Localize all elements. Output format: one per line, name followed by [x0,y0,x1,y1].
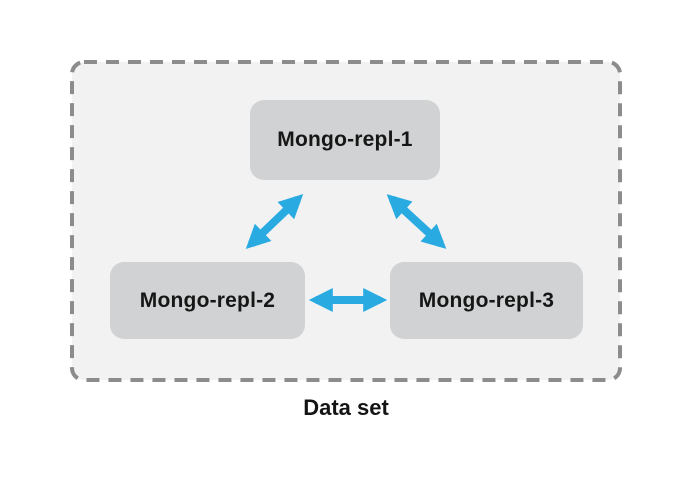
arrow-repl1-repl3 [386,194,447,249]
arrow-repl1-repl2 [245,194,304,249]
node-mongo-repl-1: Mongo-repl-1 [250,100,440,180]
node-mongo-repl-2: Mongo-repl-2 [110,262,305,339]
node-mongo-repl-1-label: Mongo-repl-1 [277,128,413,151]
node-mongo-repl-3-label: Mongo-repl-3 [418,288,555,312]
data-set-label: Data set [303,395,389,420]
node-mongo-repl-3: Mongo-repl-3 [390,262,583,339]
node-mongo-repl-2-label: Mongo-repl-2 [139,288,276,312]
